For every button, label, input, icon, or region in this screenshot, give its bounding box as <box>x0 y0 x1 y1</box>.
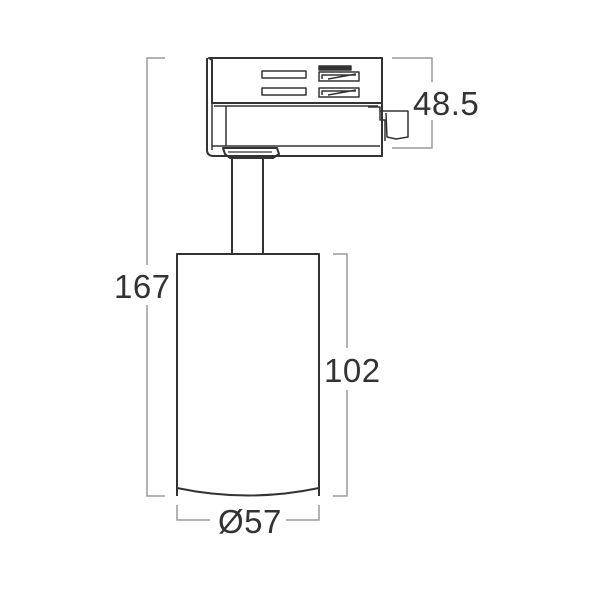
dim-label-adapter-height: 48.5 <box>411 85 482 122</box>
dim-48-upper <box>392 57 433 82</box>
lamp-body <box>176 253 320 497</box>
contact-slots <box>261 65 360 98</box>
dim-label-body-height: 102 <box>322 352 383 389</box>
stem <box>231 158 264 253</box>
dim-57-right <box>286 505 320 521</box>
dimension-lines <box>146 57 433 521</box>
stem-collar <box>222 147 280 159</box>
dim-167-lower <box>146 305 165 497</box>
dim-label-body-diameter: Ø57 <box>216 503 284 540</box>
latch <box>368 106 409 141</box>
dim-167-upper <box>146 57 165 265</box>
dim-48-lower <box>392 120 433 149</box>
dim-label-overall-height: 167 <box>112 268 173 305</box>
dim-57-left <box>176 505 210 521</box>
track-adapter <box>206 57 409 157</box>
dim-102-lower <box>333 390 348 497</box>
dim-102-upper <box>333 253 348 348</box>
